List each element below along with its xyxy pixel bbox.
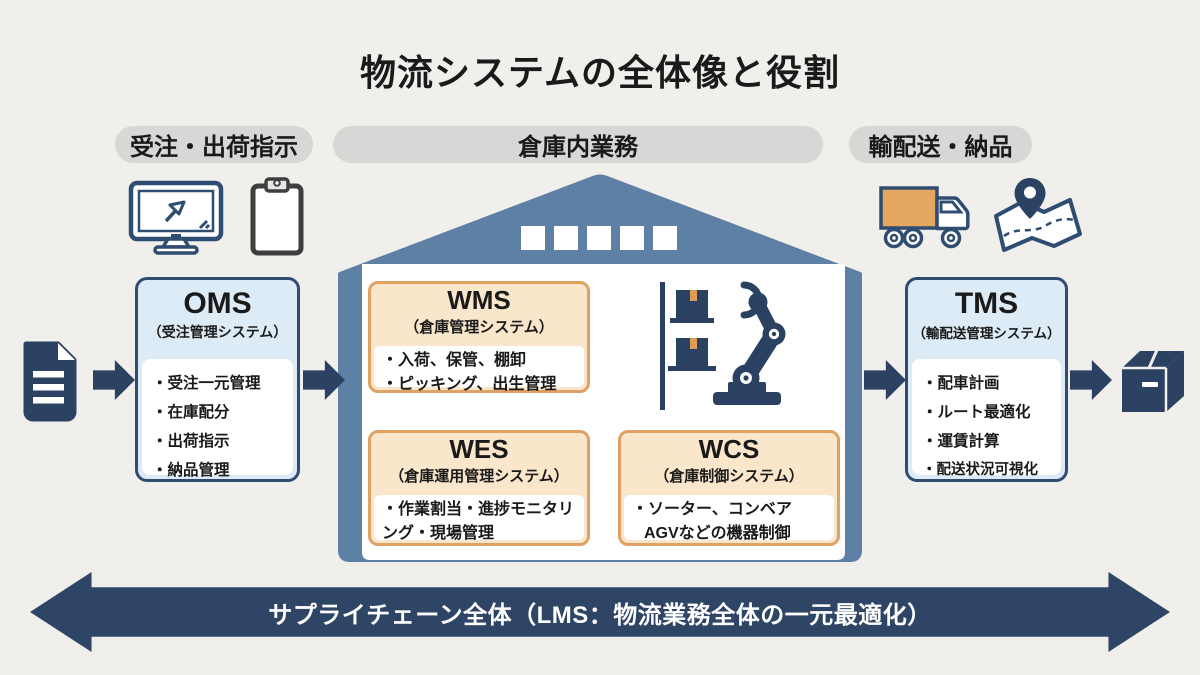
list-item: ・ルート最適化 [922,404,1031,421]
wes-title: WES [449,434,509,464]
wes-subtitle: （倉庫運用管理システム） [389,467,569,485]
lane-warehouse-label: 倉庫内業務 [518,134,638,161]
oms-title: OMS [183,287,252,320]
lane-order: 受注・出荷指示 [115,126,313,163]
wms-subtitle: （倉庫管理システム） [404,318,554,336]
list-item: ・ソーター、コンベア [632,501,792,518]
supply-chain-label: サプライチェーン全体（LMS：物流業務全体の一元最適化） [268,601,932,629]
lane-delivery: 輸配送・納品 [849,126,1032,163]
wcs-box: WCS （倉庫制御システム） ・ソーター、コンベア AGVなどの機器制御 [618,430,840,546]
flow-arrow-icon [864,360,906,400]
oms-box: OMS （受注管理システム） ・受注一元管理 ・在庫配分 ・出荷指示 ・納品管理 [135,277,300,482]
list-item: ・作業割当・進捗モニタリング・現場管理 [382,501,575,542]
tms-functions: ・配車計画 ・ルート最適化 ・運賃計算 ・配送状況可視化 [912,359,1061,478]
wms-box: WMS （倉庫管理システム） ・入荷、保管、棚卸 ・ピッキング、出生管理 [368,281,590,393]
lane-order-label: 受注・出荷指示 [130,134,298,161]
list-item: ・配車計画 [922,375,1000,392]
list-item: ・ピッキング、出生管理 [382,375,557,393]
list-item: ・入荷、保管、棚卸 [382,352,527,369]
oms-subtitle: （受注管理システム） [147,324,288,340]
supply-chain-arrow: サプライチェーン全体（LMS：物流業務全体の一元最適化） [30,572,1170,652]
monitor-icon [128,180,224,255]
truck-icon [879,186,970,249]
wcs-subtitle: （倉庫制御システム） [654,467,804,485]
tms-box: TMS （輸配送管理システム） ・配車計画 ・ルート最適化 ・運賃計算 ・配送状… [905,277,1068,482]
list-item: ・運賃計算 [922,433,1000,450]
flow-arrow-icon [1070,360,1112,400]
flow-arrow-icon [93,360,135,400]
wms-functions: ・入荷、保管、棚卸 ・ピッキング、出生管理 [374,346,584,393]
wcs-title: WCS [698,434,760,464]
list-item: ・在庫配分 [152,404,230,421]
map-route-icon [994,178,1082,252]
robot-arm-icon [660,281,786,410]
page-title: 物流システムの全体像と役割 [360,52,840,93]
list-item: ・出荷指示 [152,433,230,450]
clipboard-icon [250,177,304,256]
list-item: AGVなどの機器制御 [644,524,791,542]
document-icon [23,341,77,422]
tms-subtitle: （輸配送管理システム） [912,326,1061,341]
list-item: ・受注一元管理 [152,375,261,392]
wes-box: WES （倉庫運用管理システム） ・作業割当・進捗モニタリング・現場管理 [368,430,590,546]
lane-delivery-label: 輸配送・納品 [868,134,1013,161]
wcs-functions: ・ソーター、コンベア AGVなどの機器制御 [624,495,834,542]
list-item: ・納品管理 [152,462,230,479]
tms-title: TMS [954,287,1019,320]
oms-functions: ・受注一元管理 ・在庫配分 ・出荷指示 ・納品管理 [142,359,293,479]
list-item: ・配送状況可視化 [922,462,1038,478]
wes-functions: ・作業割当・進捗モニタリング・現場管理 [374,495,584,542]
wms-title: WMS [447,285,511,315]
lane-warehouse: 倉庫内業務 [333,126,823,163]
package-icon [1122,349,1184,412]
